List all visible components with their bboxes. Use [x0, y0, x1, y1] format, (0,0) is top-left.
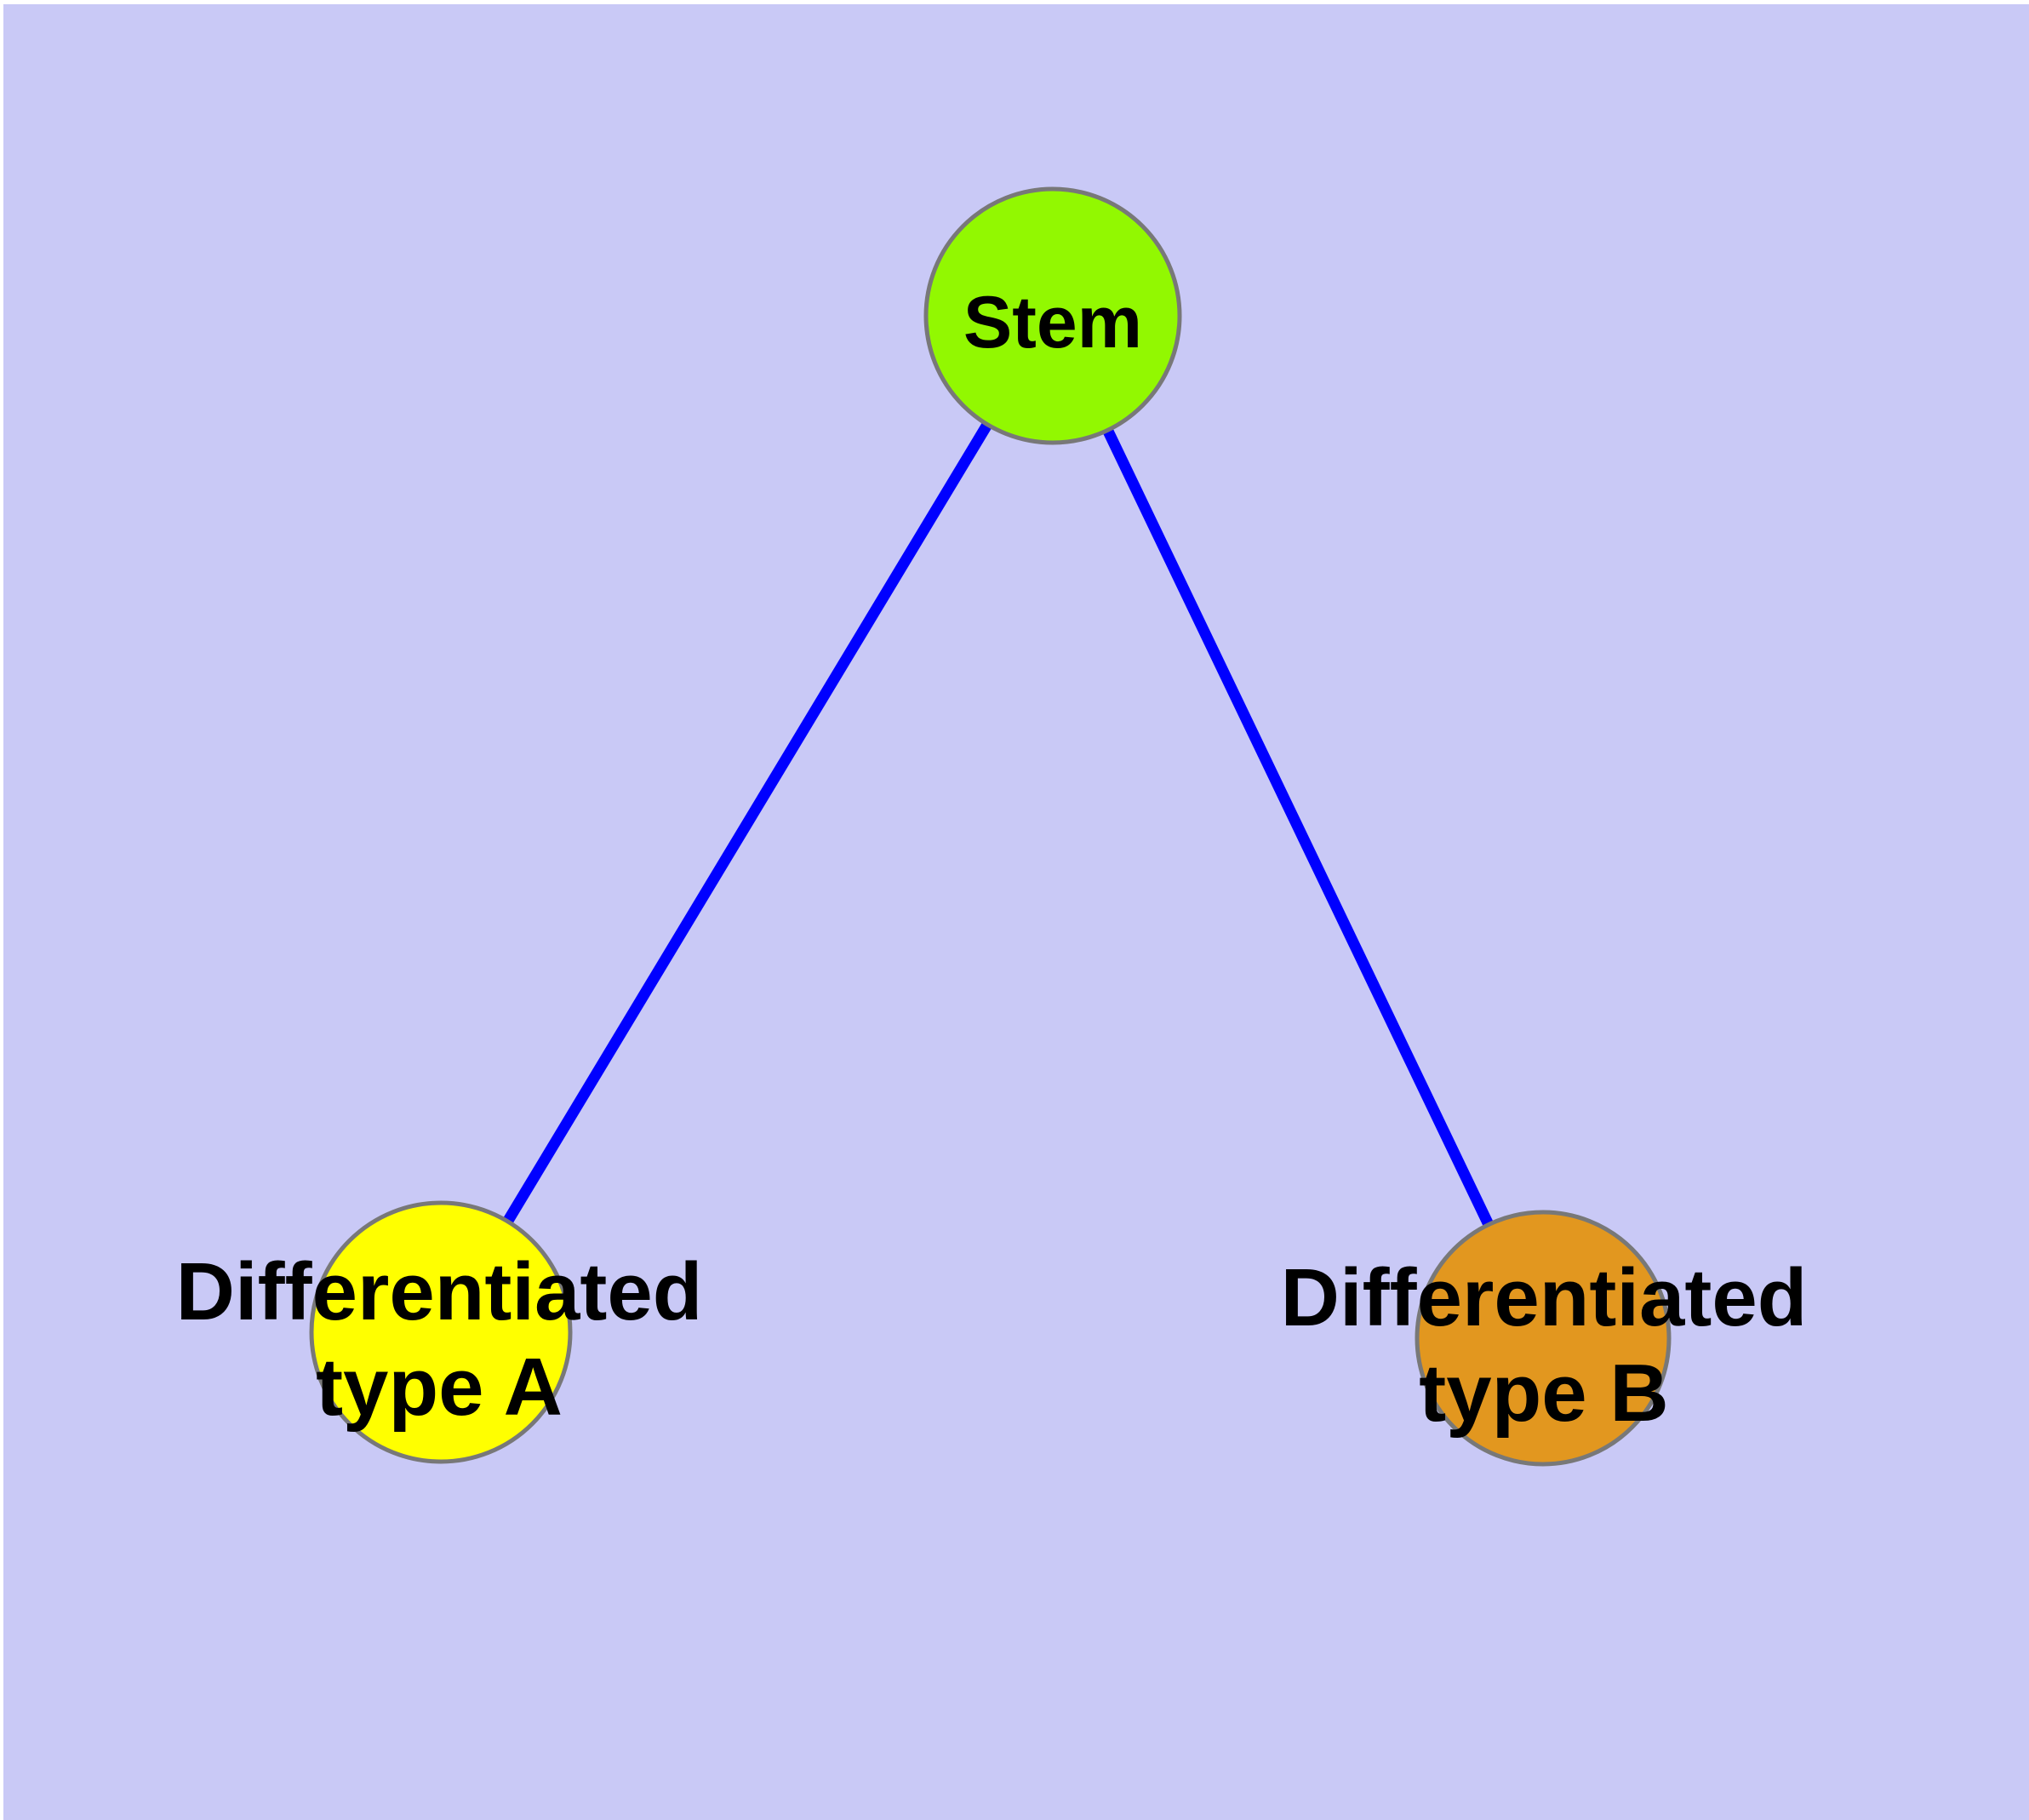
node-stem-label: Stem	[963, 282, 1142, 363]
node-differentiated-type-a: Differentiated type A	[176, 1200, 703, 1464]
node-type-b-circle	[1415, 1210, 1672, 1467]
node-type-b-label-line1: Differentiated	[1281, 1252, 1808, 1343]
edge-stem-to-type-b	[1048, 313, 1548, 1341]
node-type-a-circle	[309, 1200, 573, 1464]
node-type-a-label-line1: Differentiated	[176, 1246, 703, 1337]
node-differentiated-type-b: Differentiated type B	[1281, 1210, 1808, 1467]
node-stem: Stem	[923, 186, 1182, 445]
edge-layer	[436, 312, 1548, 1341]
node-stem-circle	[923, 186, 1182, 445]
node-type-b-label-line2: type B	[1419, 1348, 1668, 1439]
node-type-a-label-line2: type A	[316, 1342, 563, 1433]
edge-stem-to-type-a	[436, 312, 1058, 1336]
